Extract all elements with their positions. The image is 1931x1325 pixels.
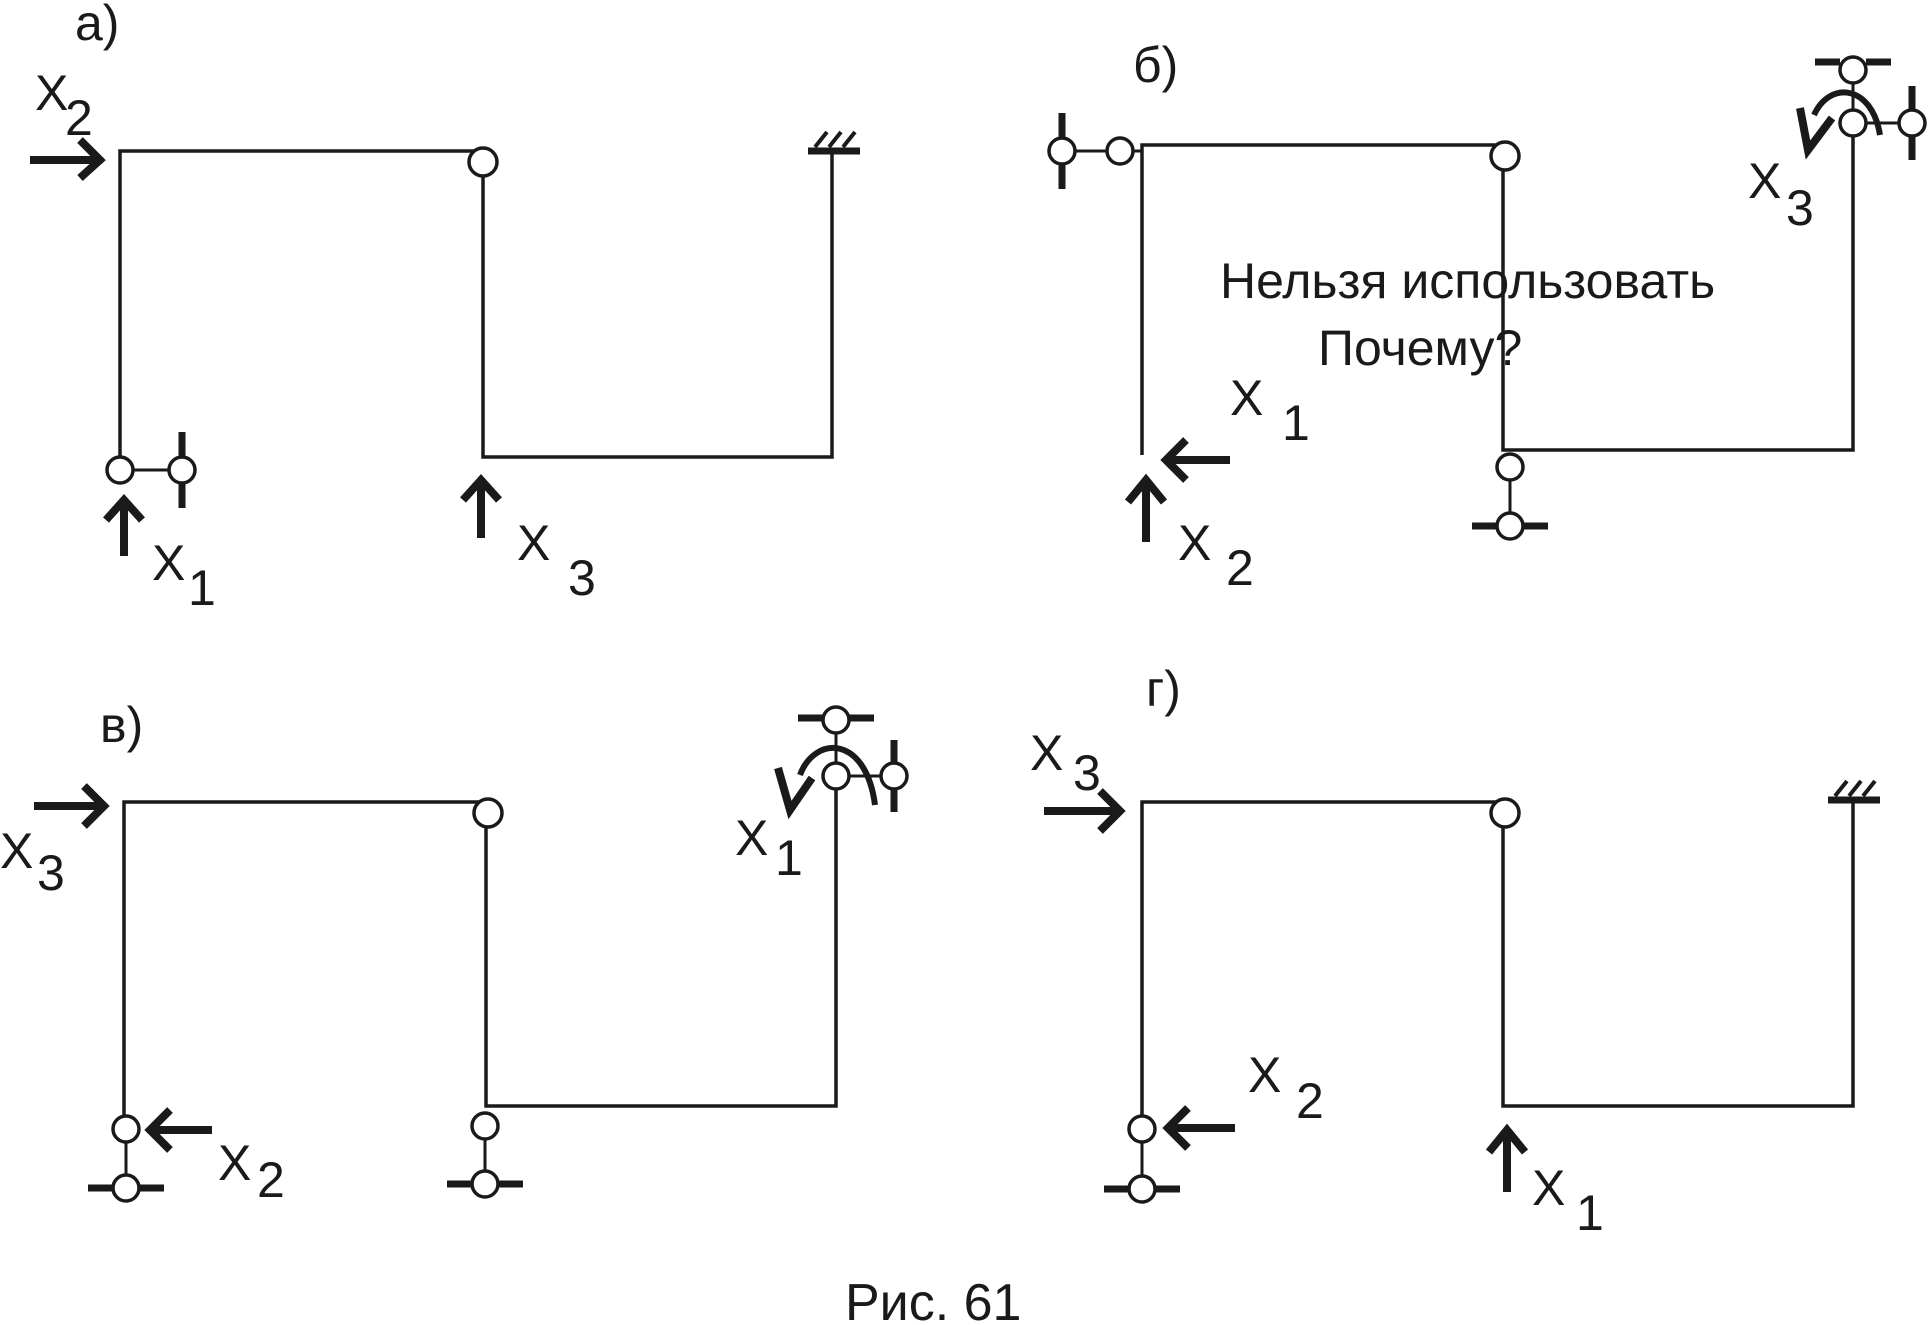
panel-g-letter: г) — [1146, 661, 1181, 717]
panel-b-note-line2: Почему? — [1318, 320, 1522, 376]
panel-b: б) — [1047, 37, 1927, 596]
panel-a-arrow-x3 — [460, 474, 502, 538]
panel-g-x1-sub: 1 — [1576, 1185, 1604, 1241]
panel-v-x3-sub: 3 — [37, 845, 65, 901]
panel-a-pin-support — [105, 432, 197, 508]
panel-v-arrow-x2 — [144, 1107, 212, 1153]
panel-a-x2-label: X — [35, 65, 68, 121]
figure-caption: Рис. 61 — [845, 1274, 1021, 1325]
panel-v-frame — [122, 790, 838, 1115]
panel-b-x2-label: X — [1178, 515, 1211, 571]
panel-b-roller-support — [1472, 452, 1548, 541]
panel-b-x2-sub: 2 — [1226, 540, 1254, 596]
panel-b-moment-x3 — [1796, 89, 1883, 160]
panel-g-frame — [1140, 800, 1855, 1115]
panel-b-hinge-top — [1489, 140, 1521, 172]
panel-v-top-right-support — [798, 705, 909, 812]
panel-v-arrow-x3 — [34, 783, 110, 829]
panel-v-left-roller — [88, 1114, 164, 1203]
panel-a-x1-sub: 1 — [188, 560, 216, 616]
panel-g-left-roller — [1104, 1114, 1180, 1204]
panel-g-x1-label: X — [1532, 1160, 1565, 1216]
panel-v-x2-label: X — [218, 1135, 251, 1191]
panel-a-x2-sub: 2 — [65, 90, 93, 146]
panel-b-left-support — [1047, 113, 1142, 189]
panel-a-hinge-top — [467, 146, 499, 178]
panel-b-x3-label: X — [1748, 153, 1781, 209]
panel-b-note-line1: Нельзя использовать — [1220, 253, 1715, 309]
panel-g-hinge-top — [1489, 797, 1521, 829]
panel-b-frame — [1140, 128, 1855, 455]
panel-a-arrow-x1 — [103, 494, 145, 556]
panel-b-x1-sub: 1 — [1282, 395, 1310, 451]
panel-v-moment-x1 — [774, 745, 878, 820]
panel-a: а) X 1 — [30, 0, 860, 616]
panel-a-x1-label: X — [152, 535, 185, 591]
panel-a-x3-label: X — [517, 515, 550, 571]
panel-b-letter: б) — [1133, 37, 1178, 93]
panel-v-hinge-top — [472, 797, 504, 829]
panel-v-x1-label: X — [735, 810, 768, 866]
panel-b-x3-sub: 3 — [1786, 180, 1814, 236]
panel-a-x3-sub: 3 — [568, 550, 596, 606]
panel-b-arrow-x1 — [1160, 437, 1230, 483]
panel-g-x3-label: X — [1030, 725, 1063, 781]
panel-b-x1-label: X — [1230, 370, 1263, 426]
panel-g-x3-sub: 3 — [1073, 745, 1101, 801]
panel-g: г) X 1 — [1030, 661, 1880, 1241]
panel-a-letter: а) — [75, 0, 119, 51]
panel-g-fixed-support — [1828, 779, 1880, 804]
panel-v-middle-roller — [447, 1111, 523, 1199]
panel-a-arrow-x2 — [30, 137, 106, 181]
panel-g-x2-label: X — [1248, 1047, 1281, 1103]
panel-g-x2-sub: 2 — [1296, 1073, 1324, 1129]
panel-a-frame — [118, 149, 834, 470]
panel-v-letter: в) — [100, 697, 143, 753]
panel-g-arrow-x2 — [1162, 1105, 1235, 1151]
panel-v-x1-sub: 1 — [775, 830, 803, 886]
panel-v: в) — [0, 697, 909, 1208]
panel-b-arrow-x2 — [1124, 473, 1168, 542]
panel-v-x3-label: X — [0, 823, 33, 879]
panel-v-x2-sub: 2 — [257, 1152, 285, 1208]
panel-a-fixed-support — [808, 130, 860, 155]
panel-b-top-right-support — [1815, 55, 1927, 160]
panel-g-arrow-x1 — [1485, 1123, 1529, 1192]
panel-g-arrow-x3 — [1044, 788, 1126, 834]
